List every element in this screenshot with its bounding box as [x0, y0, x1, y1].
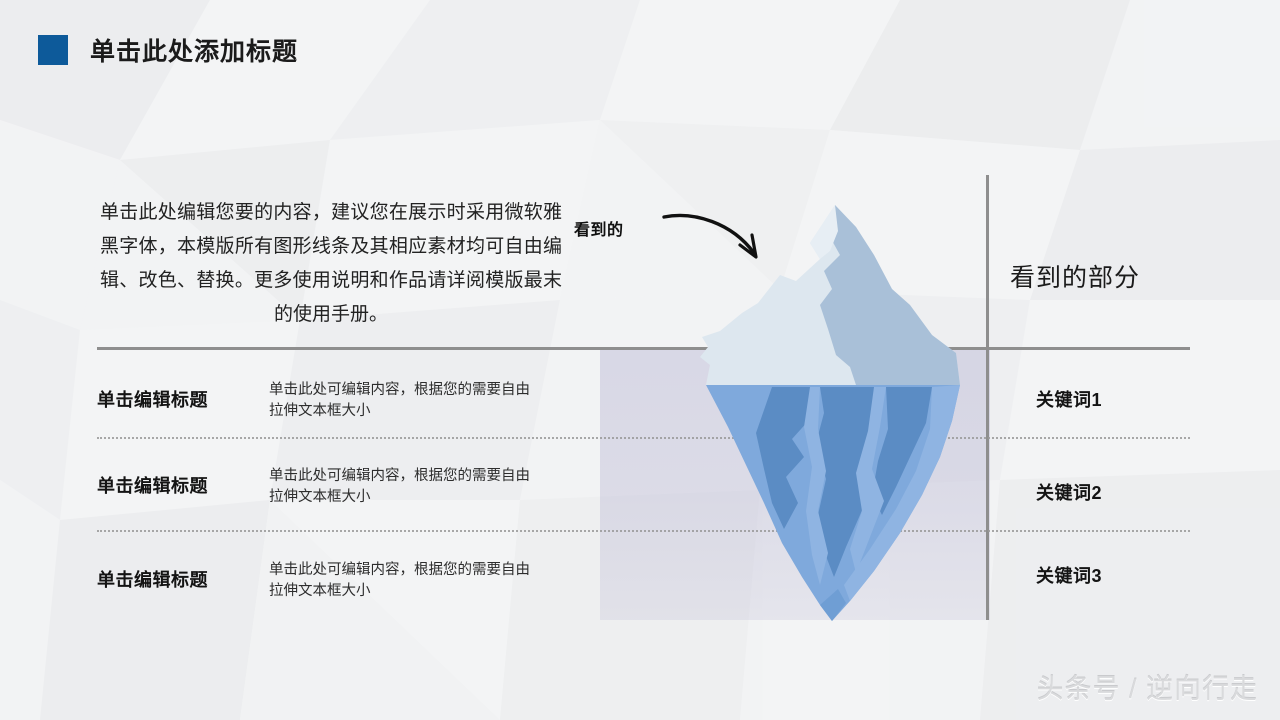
keyword-label-1[interactable]: 关键词1 [1036, 390, 1103, 410]
seen-callout-label: 看到的 [574, 222, 624, 239]
waterline-divider [97, 347, 1190, 350]
right-column-header: 看到的部分 [1010, 264, 1141, 292]
iceberg-illustration [700, 205, 960, 621]
list-item[interactable]: 单击编辑标题 单击此处可编辑内容，根据您的需要自由拉伸文本框大小 [97, 560, 567, 602]
dotted-separator-1 [97, 437, 1190, 439]
list-item[interactable]: 单击编辑标题 单击此处可编辑内容，根据您的需要自由拉伸文本框大小 [97, 380, 567, 422]
dotted-separator-2 [97, 530, 1190, 532]
title-accent-square [38, 35, 68, 65]
list-item-desc: 单击此处可编辑内容，根据您的需要自由拉伸文本框大小 [269, 562, 530, 599]
page-title: 单击此处添加标题 [90, 38, 299, 66]
list-item-desc: 单击此处可编辑内容，根据您的需要自由拉伸文本框大小 [269, 382, 530, 419]
watermark: 头条号 / 逆向行走 [1036, 674, 1258, 704]
list-item-desc: 单击此处可编辑内容，根据您的需要自由拉伸文本框大小 [269, 468, 530, 505]
intro-paragraph: 单击此处编辑您要的内容，建议您在展示时采用微软雅黑字体，本模版所有图形线条及其相… [100, 202, 562, 325]
keyword-label-3[interactable]: 关键词3 [1036, 566, 1103, 586]
vertical-divider [986, 175, 989, 620]
slide-title-bar: 单击此处添加标题 [38, 32, 298, 68]
list-item-title: 单击编辑标题 [97, 390, 208, 410]
list-item[interactable]: 单击编辑标题 单击此处可编辑内容，根据您的需要自由拉伸文本框大小 [97, 466, 567, 508]
keyword-label-2[interactable]: 关键词2 [1036, 483, 1103, 503]
list-item-title: 单击编辑标题 [97, 570, 208, 590]
curved-arrow-down-right-icon [662, 213, 758, 259]
list-item-title: 单击编辑标题 [97, 476, 208, 496]
